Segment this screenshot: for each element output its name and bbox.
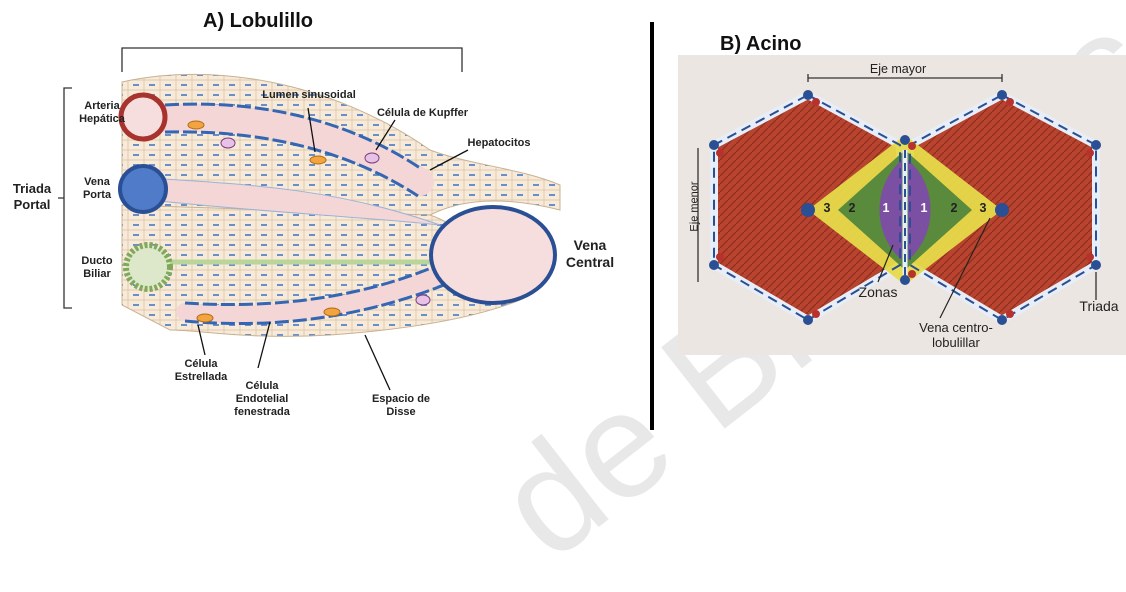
- vena-centrolobulillar-left: [801, 203, 815, 217]
- kupffer-cell: [365, 153, 379, 163]
- label-eje-mayor: Eje mayor: [858, 63, 938, 76]
- label-zonas: Zonas: [848, 286, 908, 299]
- triada-brace: [58, 88, 72, 308]
- zone-2-right-label: 2: [948, 202, 960, 215]
- vena-porta: [120, 166, 166, 212]
- label-hepatocitos: Hepatocitos: [456, 137, 542, 150]
- zone-1-left-label: 1: [880, 202, 892, 215]
- label-vena-porta: Vena Porta: [75, 176, 119, 202]
- label-triada-portal: Triada Portal: [6, 181, 58, 213]
- vena-centrolobulillar-right: [995, 203, 1009, 217]
- diagram-canvas: [0, 0, 1126, 433]
- zone-2-left-label: 2: [846, 202, 858, 215]
- label-disse: Espacio de Disse: [362, 393, 440, 419]
- label-estrellada: Célula Estrellada: [170, 358, 232, 384]
- zone-3-right-label: 3: [977, 202, 989, 215]
- label-kupffer: Célula de Kupffer: [370, 107, 475, 120]
- vena-central: [431, 207, 555, 303]
- zone-3-left-label: 3: [821, 202, 833, 215]
- stellate-cell: [197, 314, 213, 322]
- label-triada: Triada: [1074, 300, 1124, 313]
- label-vena-centro: Vena centro- lobulillar: [900, 320, 1012, 350]
- zone-1-right-label: 1: [918, 202, 930, 215]
- ducto-biliar: [126, 245, 170, 289]
- label-eje-menor: Eje menor: [689, 162, 702, 252]
- label-vena-central: Vena Central: [560, 237, 620, 271]
- arteria-hepatica: [121, 95, 165, 139]
- label-arteria: Arteria Hepática: [77, 100, 127, 126]
- label-lumen: Lumen sinusoidal: [254, 89, 364, 102]
- label-ducto: Ducto Biliar: [75, 255, 119, 281]
- label-endotelial: Célula Endotelial fenestrada: [228, 380, 296, 419]
- lobule-bracket: [122, 48, 462, 72]
